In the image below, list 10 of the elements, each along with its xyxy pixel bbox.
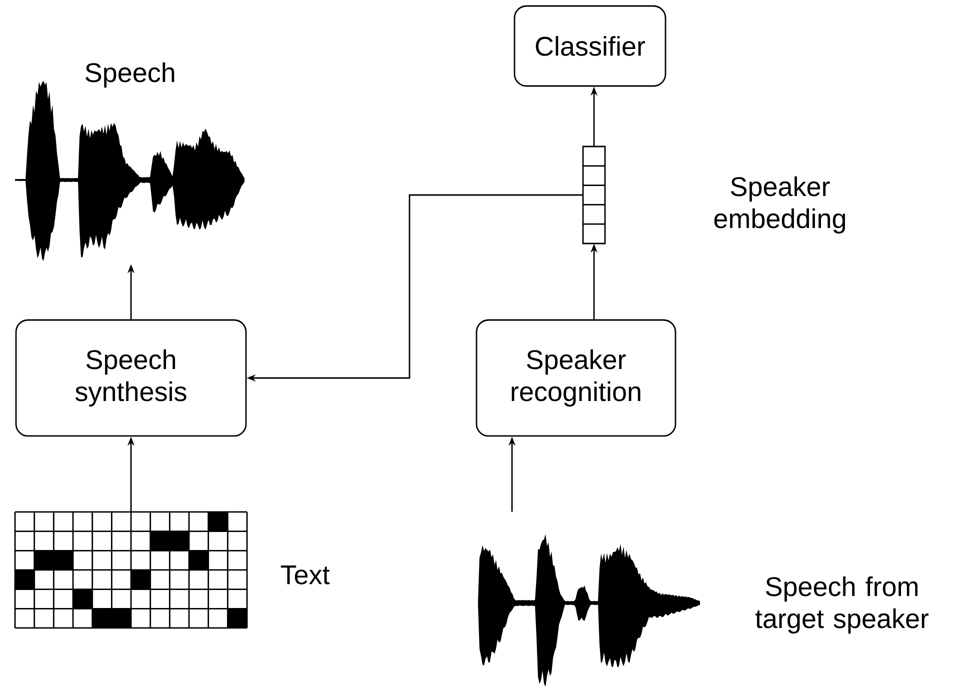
waveform-drawing bbox=[478, 534, 700, 687]
node-label: Speech bbox=[86, 62, 174, 88]
process-box: Speaker recognition bbox=[476, 319, 676, 437]
token-grid-drawing bbox=[14, 511, 248, 629]
node-label: Text bbox=[280, 566, 330, 584]
process-box: Classifier bbox=[514, 5, 666, 87]
embedding-vector bbox=[582, 146, 606, 244]
process-box: Speech synthesis bbox=[15, 319, 247, 437]
node-label: Speech from target speaker bbox=[755, 576, 929, 634]
node-label: Speaker embedding bbox=[714, 176, 846, 234]
